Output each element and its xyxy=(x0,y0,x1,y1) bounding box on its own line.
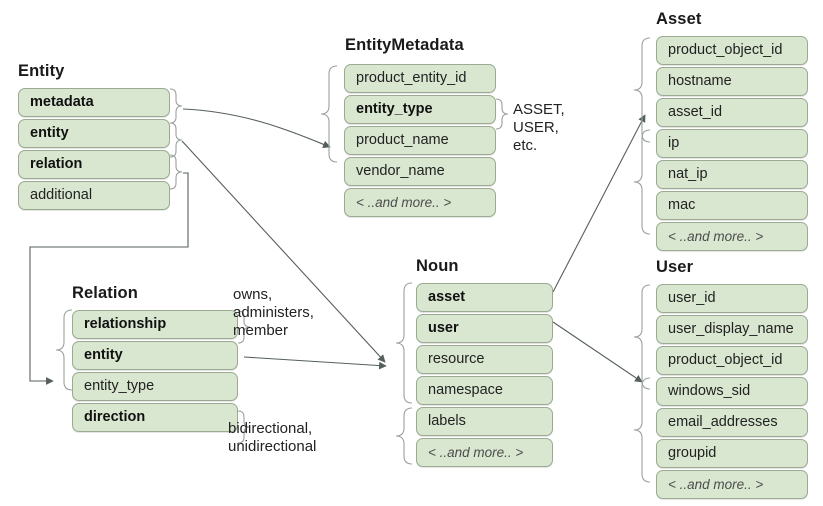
field-entity-relation[interactable]: relation xyxy=(18,150,170,179)
entity-title-asset: Asset xyxy=(656,10,702,28)
field-user-and-more[interactable]: < ..and more.. > xyxy=(656,470,808,499)
field-entity-entity[interactable]: entity xyxy=(18,119,170,148)
field-asset-asset-id[interactable]: asset_id xyxy=(656,98,808,127)
entity-title-entitymetadata: EntityMetadata xyxy=(345,36,464,54)
entity-title-entity: Entity xyxy=(18,62,65,80)
field-user-user-display-name[interactable]: user_display_name xyxy=(656,315,808,344)
field-asset-hostname[interactable]: hostname xyxy=(656,67,808,96)
field-user-groupid[interactable]: groupid xyxy=(656,439,808,468)
field-noun-user[interactable]: user xyxy=(416,314,553,343)
field-noun-resource[interactable]: resource xyxy=(416,345,553,374)
field-asset-mac[interactable]: mac xyxy=(656,191,808,220)
field-entitymetadata-vendor-name[interactable]: vendor_name xyxy=(344,157,496,186)
field-user-email-addresses[interactable]: email_addresses xyxy=(656,408,808,437)
field-relation-direction[interactable]: direction xyxy=(72,403,238,432)
field-entitymetadata-and-more[interactable]: < ..and more.. > xyxy=(344,188,496,217)
field-noun-asset[interactable]: asset xyxy=(416,283,553,312)
field-entity-additional[interactable]: additional xyxy=(18,181,170,210)
field-user-user-id[interactable]: user_id xyxy=(656,284,808,313)
field-entitymetadata-product-name[interactable]: product_name xyxy=(344,126,496,155)
field-user-windows-sid[interactable]: windows_sid xyxy=(656,377,808,406)
field-asset-and-more[interactable]: < ..and more.. > xyxy=(656,222,808,251)
field-entitymetadata-product-entity-id[interactable]: product_entity_id xyxy=(344,64,496,93)
annotation-relationship-values: owns, administers, member xyxy=(233,286,314,339)
field-noun-namespace[interactable]: namespace xyxy=(416,376,553,405)
entity-title-noun: Noun xyxy=(416,257,459,275)
annotation-entity-type-values: ASSET, USER, etc. xyxy=(513,101,565,154)
annotation-direction-values: bidirectional, unidirectional xyxy=(228,420,317,455)
field-entitymetadata-entity-type[interactable]: entity_type xyxy=(344,95,496,124)
field-asset-ip[interactable]: ip xyxy=(656,129,808,158)
field-relation-relationship[interactable]: relationship xyxy=(72,310,238,339)
field-user-product-object-id[interactable]: product_object_id xyxy=(656,346,808,375)
field-relation-entity[interactable]: entity xyxy=(72,341,238,370)
field-asset-product-object-id[interactable]: product_object_id xyxy=(656,36,808,65)
field-relation-entity-type[interactable]: entity_type xyxy=(72,372,238,401)
field-entity-metadata[interactable]: metadata xyxy=(18,88,170,117)
entity-title-user: User xyxy=(656,258,694,276)
field-noun-labels[interactable]: labels xyxy=(416,407,553,436)
field-noun-and-more[interactable]: < ..and more.. > xyxy=(416,438,553,467)
entity-title-relation: Relation xyxy=(72,284,138,302)
field-asset-nat-ip[interactable]: nat_ip xyxy=(656,160,808,189)
